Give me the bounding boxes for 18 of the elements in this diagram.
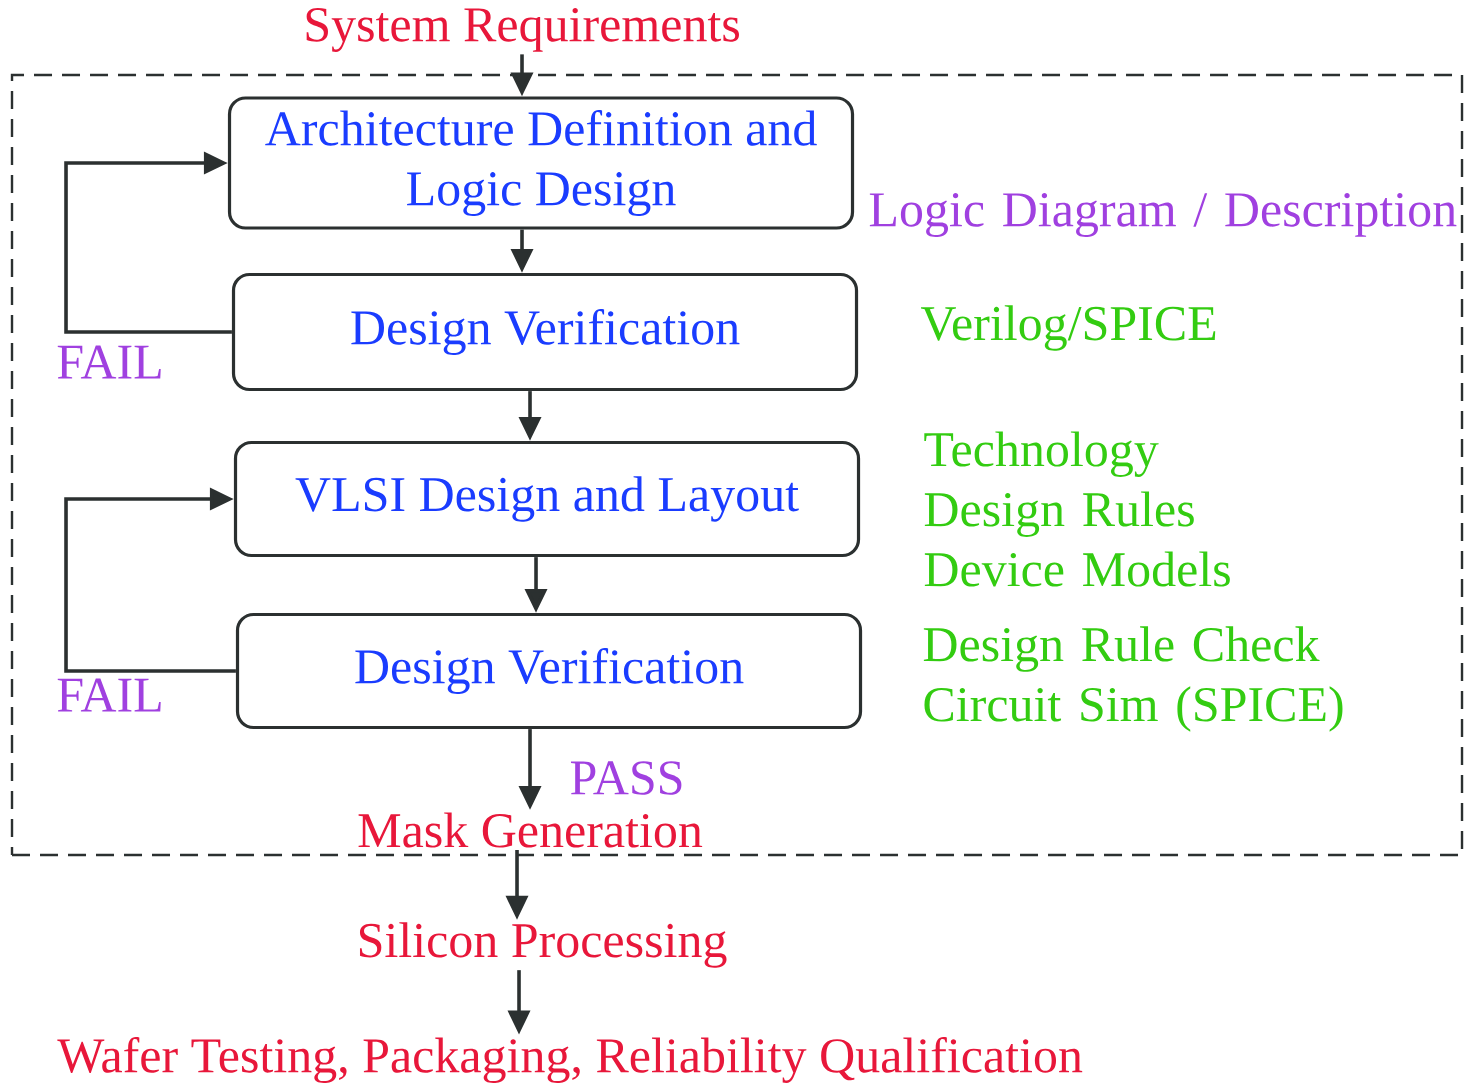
process-box: Design Verification bbox=[231, 272, 859, 392]
side-note: Design Rule Check Circuit Sim (SPICE) bbox=[923, 626, 1343, 732]
side-note: Logic Diagram / Description bbox=[869, 193, 1457, 237]
edge-label: FAIL bbox=[57, 678, 161, 712]
stage-text: Silicon Processing bbox=[359, 922, 727, 968]
stage-text: Mask Generation bbox=[358, 812, 703, 848]
stage-text: System Requirements bbox=[306, 8, 739, 52]
side-note: Technology Design Rules Device Models bbox=[924, 431, 1230, 587]
process-box: Design Verification bbox=[235, 612, 863, 730]
arrow bbox=[64, 487, 236, 673]
arrow bbox=[64, 151, 232, 334]
edge-label: PASS bbox=[571, 761, 682, 795]
dashed-frame bbox=[10, 73, 1464, 857]
side-note: Verilog/SPICE bbox=[921, 305, 1216, 351]
process-box: Architecture Definition and Logic Design bbox=[227, 96, 855, 230]
edge-label: FAIL bbox=[57, 345, 161, 379]
stage-text: Wafer Testing, Packaging, Reliability Qualification bbox=[57, 1037, 1083, 1083]
process-box: VLSI Design and Layout bbox=[233, 440, 861, 558]
